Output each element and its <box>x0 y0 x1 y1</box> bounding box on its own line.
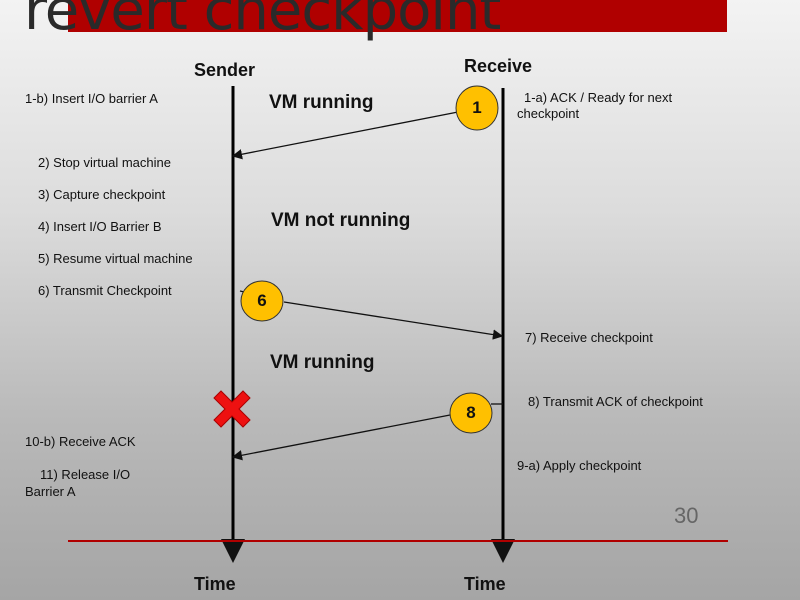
sender-step: Barrier A <box>25 484 76 499</box>
phase-vm-running: VM running <box>269 92 374 113</box>
ack-arrow <box>231 111 459 160</box>
phase-vm-not-running: VM not running <box>271 210 411 231</box>
receiver-step: 9-a) Apply checkpoint <box>517 458 642 473</box>
failure-x-icon <box>213 390 251 428</box>
checkpoint-arrow <box>283 301 504 340</box>
page-number: 30 <box>674 503 699 528</box>
sender-step: 6) Transmit Checkpoint <box>38 283 172 298</box>
receiver-label: Receive <box>464 56 533 76</box>
sender-step: 2) Stop virtual machine <box>38 155 171 170</box>
sender-step: 4) Insert I/O Barrier B <box>38 219 162 234</box>
marker-8: 8 <box>466 403 476 422</box>
sender-step: 3) Capture checkpoint <box>38 187 166 202</box>
receiver-step: 7) Receive checkpoint <box>525 330 653 345</box>
marker-8-circle <box>449 392 493 434</box>
time-label-sender: Time <box>194 574 236 594</box>
marker-1: 1 <box>472 98 482 117</box>
marker-1-circle <box>455 85 499 131</box>
receiver-step: checkpoint <box>517 106 580 121</box>
sender-step: 10-b) Receive ACK <box>25 434 136 449</box>
time-label-receiver: Time <box>464 574 506 594</box>
marker-6-circle <box>240 280 284 322</box>
marker-6: 6 <box>257 291 267 310</box>
sender-step: 5) Resume virtual machine <box>38 251 193 266</box>
sender-label: Sender <box>194 60 256 80</box>
receiver-step: 1-a) ACK / Ready for next <box>524 90 673 105</box>
slide-title: revert checkpoint <box>24 0 501 43</box>
receiver-step: 8) Transmit ACK of checkpoint <box>528 394 703 409</box>
sender-step: 11) Release I/O <box>40 467 131 482</box>
phase-vm-running-2: VM running <box>270 352 375 373</box>
ack-checkpoint-arrow <box>231 414 451 461</box>
title-banner <box>68 0 727 32</box>
sender-step: 1-b) Insert I/O barrier A <box>25 91 158 106</box>
